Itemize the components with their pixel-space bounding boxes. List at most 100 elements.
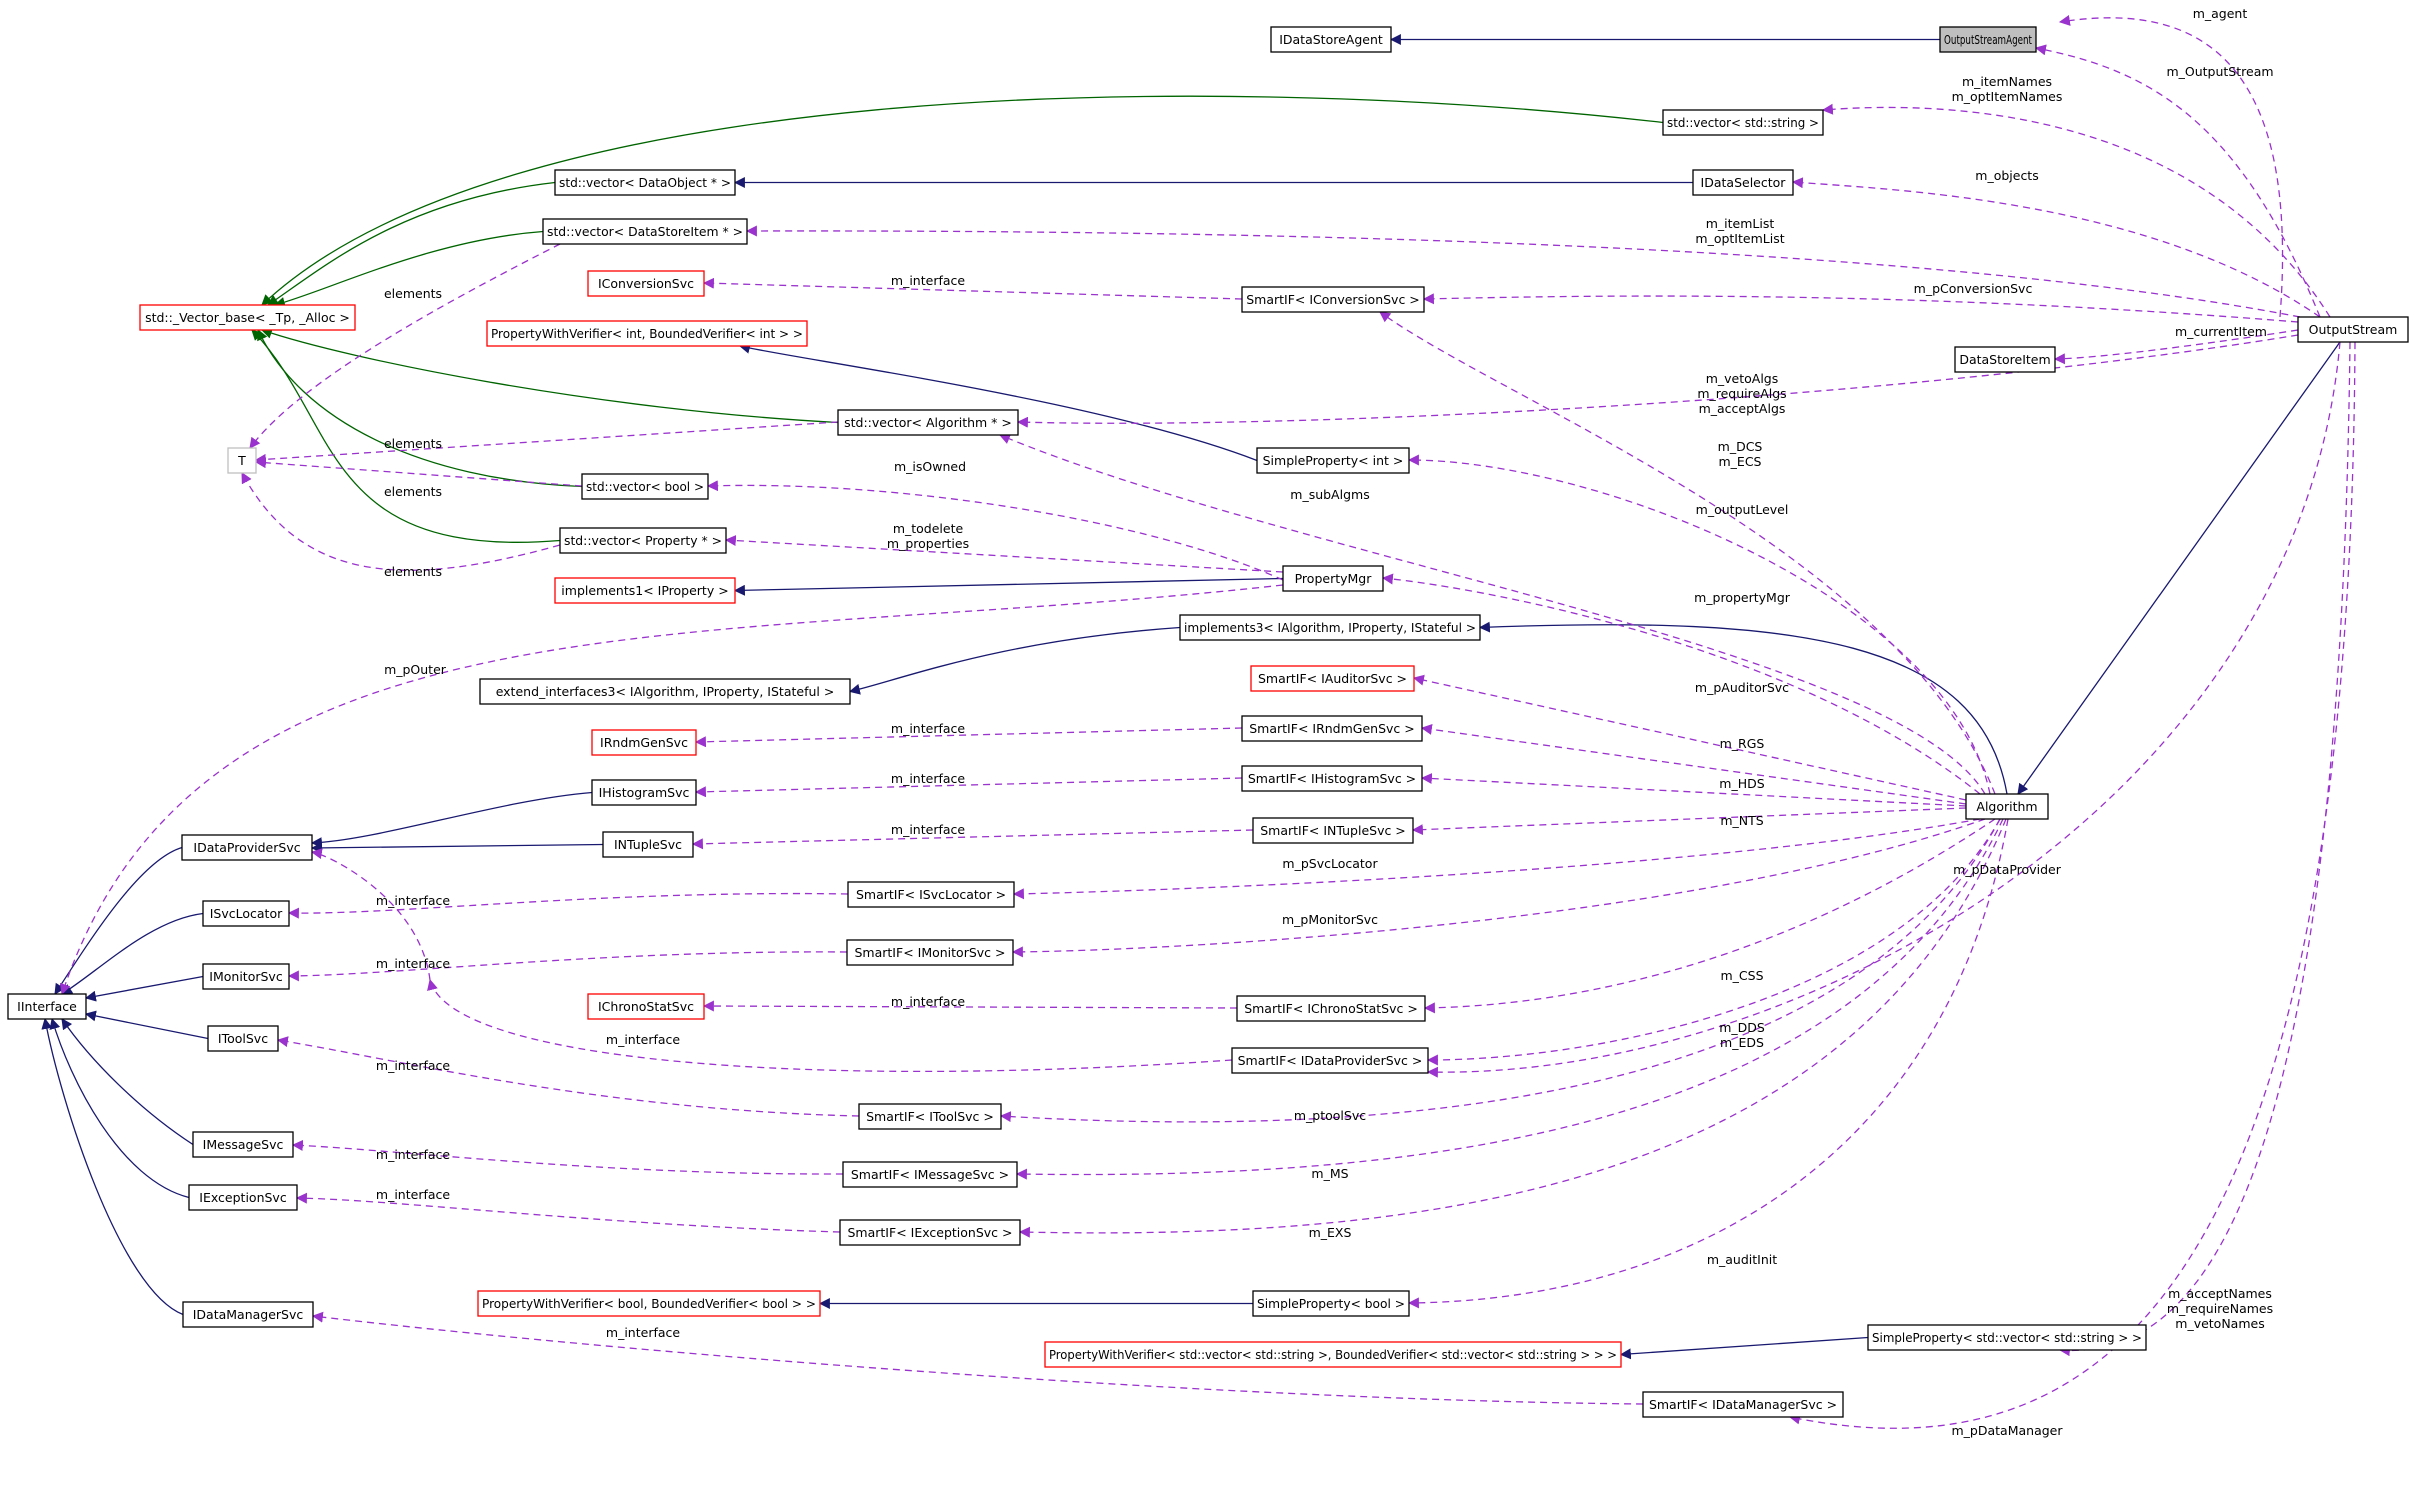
class-node-irndm-gen-svc[interactable]: IRndmGenSvc <box>591 729 697 756</box>
class-node-smart-ifmsg[interactable]: SmartIF< IMessageSvc > <box>842 1161 1018 1188</box>
class-box <box>1252 1290 1410 1317</box>
class-node-ext3[interactable]: extend_interfaces3< IAlgorithm, IPropert… <box>479 678 851 705</box>
class-node-pwvvec[interactable]: PropertyWithVerifier< std::vector< std::… <box>1044 1341 1622 1368</box>
class-node-pwvbool[interactable]: PropertyWithVerifier< bool, BoundedVerif… <box>477 1290 821 1317</box>
inherit-dm-ii <box>41 1017 184 1316</box>
edge-label-elements: elements <box>384 286 442 301</box>
class-box <box>587 993 705 1020</box>
class-node-spint[interactable]: SimpleProperty< int > <box>1256 447 1410 474</box>
use-int <box>691 829 1254 850</box>
use-iconv <box>702 277 1243 300</box>
class-node-intuple-svc[interactable]: INTupleSvc <box>602 831 694 858</box>
class-node-vec-property[interactable]: std::vector< Property * > <box>559 527 727 554</box>
edge-label-m-ptool-svc: m_ptoolSvc <box>1294 1108 1366 1123</box>
use-conv-os <box>1422 293 2299 323</box>
class-box <box>1256 447 1410 474</box>
class-node-vec-data-store-item[interactable]: std::vector< DataStoreItem * > <box>542 218 748 245</box>
edge-label-m-output-stream: m_OutputStream <box>2166 64 2273 79</box>
class-node-smart-ifnt[interactable]: SmartIF< INTupleSvc > <box>1252 817 1414 844</box>
class-node-vec-data-object[interactable]: std::vector< DataObject * > <box>554 169 736 196</box>
class-node-output-stream[interactable]: OutputStream <box>2297 316 2409 343</box>
class-label: T <box>237 453 246 468</box>
class-node-smart-ifmon[interactable]: SmartIF< IMonitorSvc > <box>846 939 1014 966</box>
use-svcloc-alg <box>1012 818 1981 900</box>
class-node-smart-ifaud[interactable]: SmartIF< IAuditorSvc > <box>1250 665 1415 692</box>
edge-label-m-dcs: m_DCS <box>1718 439 1763 454</box>
edge-label-m-interface: m_interface <box>891 771 965 786</box>
class-label: IDataManagerSvc <box>193 1307 304 1322</box>
class-node-smart-ifrndm[interactable]: SmartIF< IRndmGenSvc > <box>1241 715 1423 742</box>
class-box <box>1241 715 1423 742</box>
inherit-idp-ii <box>54 846 183 995</box>
class-node-smart-ifchrono[interactable]: SmartIF< IChronoStatSvc > <box>1236 995 1426 1022</box>
class-node-impl3[interactable]: implements3< IAlgorithm, IProperty, ISta… <box>1179 614 1481 641</box>
class-label: std::vector< Algorithm * > <box>844 415 1012 430</box>
inherit-tool-ii <box>84 1010 209 1040</box>
class-box <box>202 963 290 990</box>
class-node-pwvint[interactable]: PropertyWithVerifier< int, BoundedVerifi… <box>486 320 808 347</box>
class-node-smart-ifdm[interactable]: SmartIF< IDataManagerSvc > <box>1642 1391 1844 1418</box>
class-label: IMessageSvc <box>203 1137 284 1152</box>
use-idp-dp <box>427 978 1233 1073</box>
class-node-idata-selector[interactable]: IDataSelector <box>1692 169 1794 196</box>
class-label: PropertyWithVerifier< bool, BoundedVerif… <box>482 1296 816 1311</box>
class-box <box>581 473 709 500</box>
class-node-itool-svc[interactable]: IToolSvc <box>207 1025 279 1052</box>
class-box <box>837 409 1019 436</box>
edge-label-m-rgs: m_RGS <box>1720 736 1765 751</box>
class-node-ichrono-stat-svc[interactable]: IChronoStatSvc <box>587 993 705 1020</box>
class-node-t[interactable]: T <box>227 447 257 474</box>
edge-label-m-interface: m_interface <box>891 994 965 1009</box>
class-node-smart-ifhist[interactable]: SmartIF< IHistogramSvc > <box>1241 765 1423 792</box>
class-node-smart-ifconv[interactable]: SmartIF< IConversionSvc > <box>1241 286 1425 313</box>
class-box <box>1867 1324 2147 1351</box>
use-dp-os <box>1426 341 2341 1078</box>
class-node-iinterface[interactable]: IInterface <box>7 993 87 1020</box>
class-box <box>1954 346 2056 373</box>
class-node-isvc-locator[interactable]: ISvcLocator <box>202 900 290 927</box>
class-node-spvec[interactable]: SimpleProperty< std::vector< std::string… <box>1867 1324 2147 1351</box>
class-node-ihistogram-svc[interactable]: IHistogramSvc <box>591 779 697 806</box>
class-node-property-mgr[interactable]: PropertyMgr <box>1282 565 1384 592</box>
edge-label-m-require-names: m_requireNames <box>2167 1301 2273 1316</box>
class-node-smart-iftool[interactable]: SmartIF< IToolSvc > <box>858 1103 1002 1130</box>
class-node-idata-store-agent[interactable]: IDataStoreAgent <box>1270 26 1392 53</box>
class-box <box>1692 169 1794 196</box>
edge-label-m-interface: m_interface <box>376 1147 450 1162</box>
class-label: SimpleProperty< int > <box>1263 453 1404 468</box>
class-node-iconversion-svc[interactable]: IConversionSvc <box>587 270 705 297</box>
class-box <box>477 1290 821 1317</box>
class-node-output-stream-agent[interactable]: OutputStreamAgent <box>1939 26 2037 53</box>
class-node-smart-ifsvc-loc[interactable]: SmartIF< ISvcLocator > <box>847 881 1015 908</box>
class-box <box>1282 565 1384 592</box>
use-hist-alg <box>1420 773 1967 807</box>
class-node-iexception-svc[interactable]: IExceptionSvc <box>188 1184 298 1211</box>
edge-label-m-p-data-manager: m_pDataManager <box>1952 1423 2064 1438</box>
class-node-vector-base[interactable]: std::_Vector_base< _Tp, _Alloc > <box>139 304 356 331</box>
class-node-smart-ifdp[interactable]: SmartIF< IDataProviderSvc > <box>1231 1047 1429 1074</box>
class-node-idata-manager-svc[interactable]: IDataManagerSvc <box>182 1301 314 1328</box>
class-node-data-store-item[interactable]: DataStoreItem <box>1954 346 2056 373</box>
use-vecalg-alg <box>998 433 1986 795</box>
class-node-vec-algorithm[interactable]: std::vector< Algorithm * > <box>837 409 1019 436</box>
class-node-idata-provider-svc[interactable]: IDataProviderSvc <box>181 834 313 861</box>
class-node-spbool[interactable]: SimpleProperty< bool > <box>1252 1290 1410 1317</box>
class-node-impl1[interactable]: implements1< IProperty > <box>554 577 736 604</box>
edge-label-m-is-owned: m_isOwned <box>894 459 966 474</box>
class-node-imessage-svc[interactable]: IMessageSvc <box>192 1131 294 1158</box>
class-node-vec-string[interactable]: std::vector< std::string > <box>1662 109 1824 136</box>
class-box <box>479 678 851 705</box>
inherit-mon-ii <box>84 975 204 1002</box>
edge-label-elements: elements <box>384 436 442 451</box>
edge-label-m-interface: m_interface <box>891 721 965 736</box>
class-node-smart-ifexc[interactable]: SmartIF< IExceptionSvc > <box>839 1219 1021 1246</box>
edge-label-m-interface: m_interface <box>606 1032 680 1047</box>
class-label: IExceptionSvc <box>199 1190 287 1205</box>
class-node-imonitor-svc[interactable]: IMonitorSvc <box>202 963 290 990</box>
class-label: SmartIF< IToolSvc > <box>866 1109 994 1124</box>
class-label: std::_Vector_base< _Tp, _Alloc > <box>145 310 350 325</box>
edge-label-m-hds: m_HDS <box>1719 776 1764 791</box>
class-node-algorithm[interactable]: Algorithm <box>1965 793 2049 820</box>
inherit-vecalg-vb <box>260 327 839 424</box>
class-node-vec-bool[interactable]: std::vector< bool > <box>581 473 709 500</box>
